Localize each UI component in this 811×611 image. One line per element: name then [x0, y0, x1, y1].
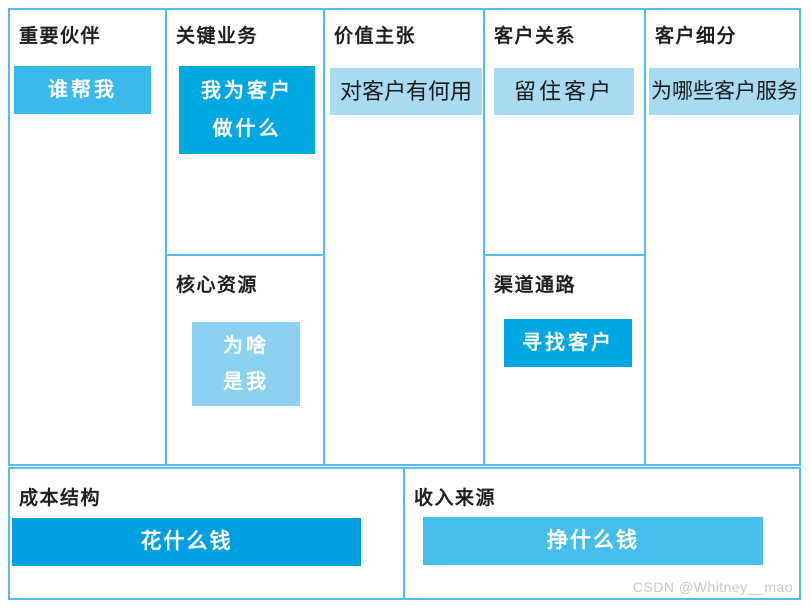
sticky-note-value-proposition: 对客户有何用 — [330, 68, 482, 115]
cell-cost-structure: 成本结构 花什么钱 — [8, 467, 405, 600]
cell-title-customer-segments: 客户细分 — [655, 26, 738, 47]
cell-title-customer-relationships: 客户关系 — [494, 26, 577, 47]
cell-title-key-activities: 关键业务 — [176, 26, 259, 47]
cell-title-key-partners: 重要伙伴 — [19, 26, 102, 47]
sticky-note-customer-relationships: 留住客户 — [494, 68, 634, 115]
cell-title-value-proposition: 价值主张 — [334, 26, 417, 47]
revenue-bar: 挣什么钱 — [423, 517, 763, 565]
cell-key-activities: 关键业务 我为客户 做什么 — [165, 8, 325, 256]
cell-title-revenue-streams: 收入来源 — [414, 488, 497, 509]
cell-title-cost-structure: 成本结构 — [19, 488, 102, 509]
sticky-note-channels: 寻找客户 — [504, 319, 632, 367]
cell-title-channels: 渠道通路 — [494, 275, 577, 296]
sticky-note-line: 我为客户 — [201, 80, 293, 102]
cell-key-resources: 核心资源 为啥 是我 — [165, 254, 325, 466]
sticky-note-key-partners: 谁帮我 — [14, 66, 151, 114]
sticky-note-line: 是我 — [223, 371, 269, 393]
sticky-note-customer-segments: 为哪些客户服务 — [649, 68, 800, 115]
cell-customer-relationships: 客户关系 留住客户 — [483, 8, 646, 256]
sticky-note-line: 做什么 — [212, 118, 282, 140]
cell-revenue-streams: 收入来源 挣什么钱 CSDN @Whitney__mao — [403, 467, 801, 600]
sticky-note-key-resources: 为啥 是我 — [192, 322, 300, 406]
cell-channels: 渠道通路 寻找客户 — [483, 254, 646, 466]
cell-title-key-resources: 核心资源 — [176, 275, 259, 296]
sticky-note-line: 为啥 — [223, 335, 269, 357]
csdn-watermark: CSDN @Whitney__mao — [632, 579, 793, 595]
cell-value-proposition: 价值主张 对客户有何用 — [323, 8, 485, 466]
sticky-note-key-activities: 我为客户 做什么 — [179, 66, 315, 154]
cell-key-partners: 重要伙伴 谁帮我 — [8, 8, 167, 466]
cell-customer-segments: 客户细分 为哪些客户服务 — [644, 8, 801, 466]
cost-bar: 花什么钱 — [12, 518, 361, 566]
